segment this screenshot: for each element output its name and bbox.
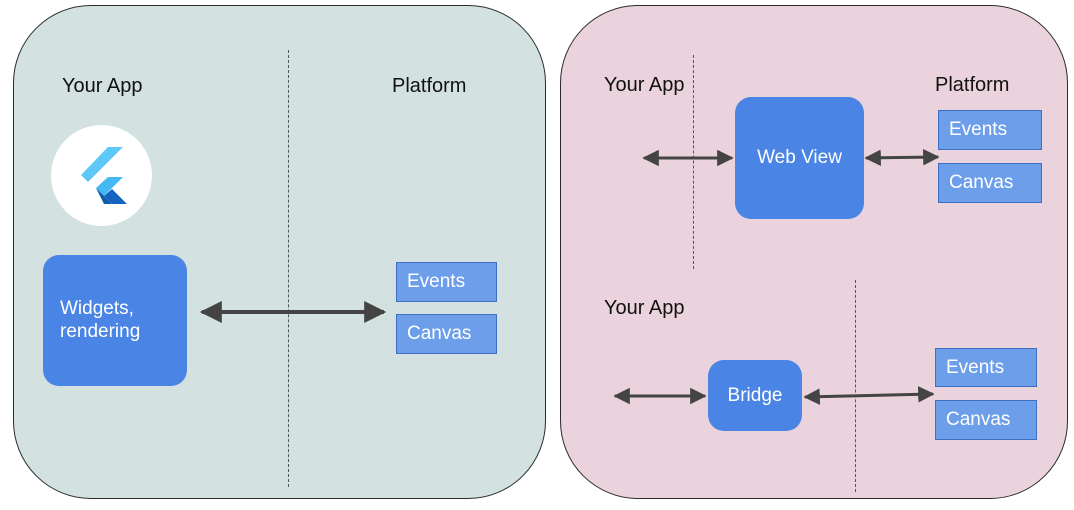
left-your-app-label: Your App bbox=[62, 75, 143, 97]
right-bottom-your-app-label: Your App bbox=[604, 297, 685, 319]
right-top-your-app-label: Your App bbox=[604, 74, 685, 96]
left-canvas-box: Canvas bbox=[396, 314, 497, 354]
widgets-line1: Widgets, bbox=[60, 297, 134, 319]
right-top-platform-label: Platform bbox=[935, 74, 1010, 96]
flutter-logo-badge bbox=[51, 125, 152, 226]
flutter-logo-icon bbox=[81, 147, 127, 204]
left-panel bbox=[13, 5, 546, 499]
left-events-box: Events bbox=[396, 262, 497, 302]
widgets-rendering-box: Widgets, rendering bbox=[43, 255, 187, 386]
right-top-canvas-box: Canvas bbox=[938, 163, 1042, 203]
right-bottom-divider bbox=[855, 280, 856, 492]
widgets-line2: rendering bbox=[60, 320, 141, 342]
web-view-box: Web View bbox=[735, 97, 864, 219]
right-top-events-box: Events bbox=[938, 110, 1042, 150]
bridge-platform-arrow bbox=[803, 386, 935, 405]
bridge-box: Bridge bbox=[708, 360, 802, 431]
right-bottom-events-box: Events bbox=[935, 348, 1037, 387]
webview-platform-arrow bbox=[864, 148, 940, 167]
left-platform-label: Platform bbox=[392, 75, 467, 97]
right-bottom-canvas-box: Canvas bbox=[935, 400, 1037, 440]
left-divider bbox=[288, 50, 289, 487]
